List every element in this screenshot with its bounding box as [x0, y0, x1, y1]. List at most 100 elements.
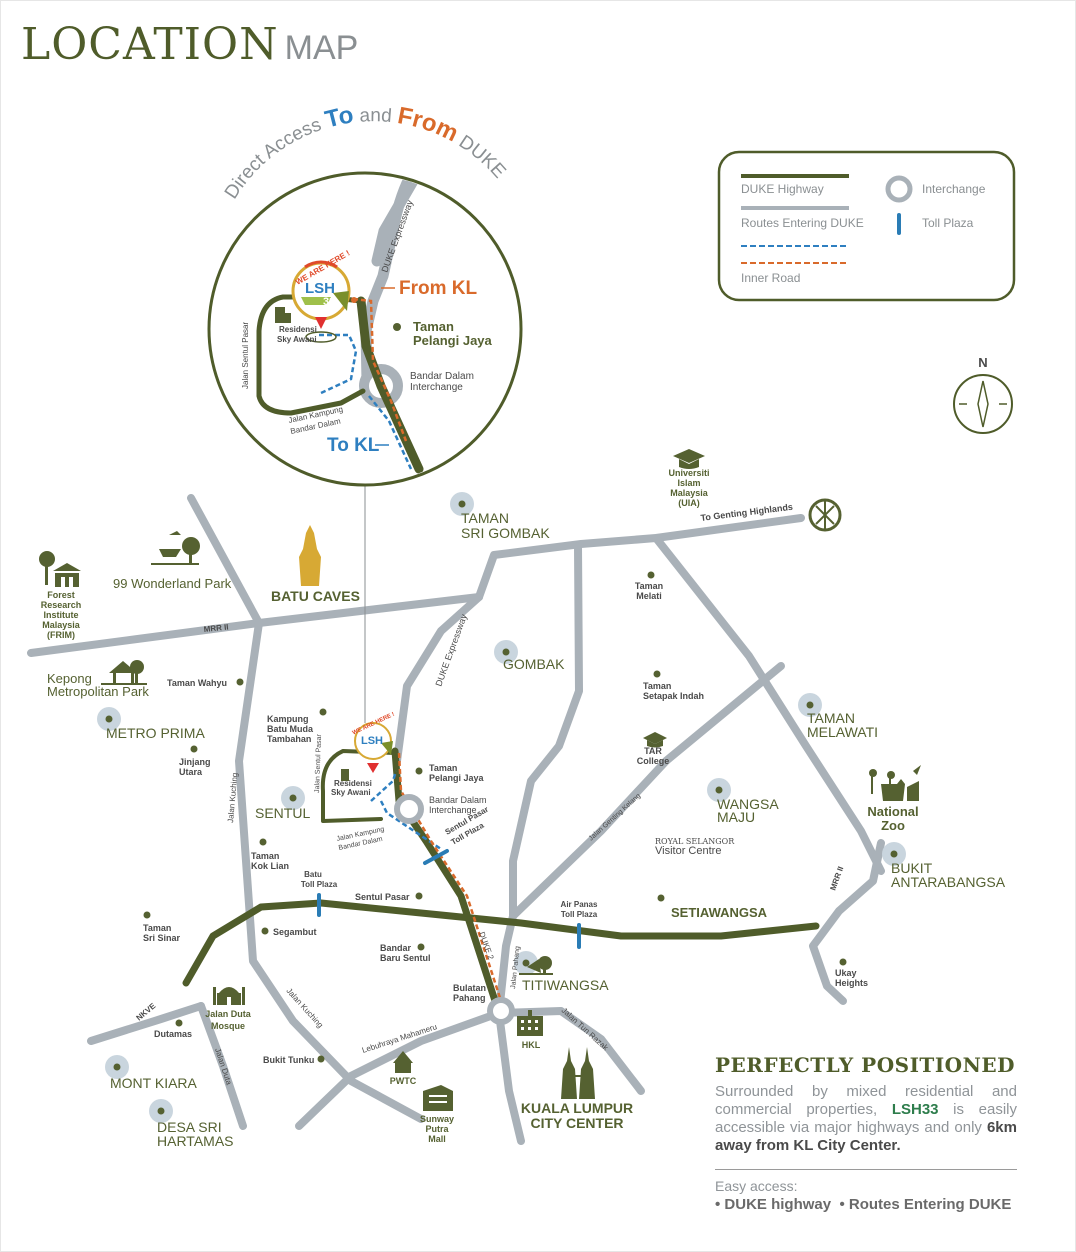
local-road-loop — [320, 749, 397, 823]
label-residensi-2: Sky Awani — [331, 788, 371, 797]
toll-sentul-pasar — [423, 849, 449, 865]
label-uia-2: Islam — [677, 478, 700, 488]
label-dutamas: Dutamas — [154, 1029, 192, 1039]
residensi-building-icon — [275, 307, 291, 323]
label-sentul: SENTUL — [255, 805, 310, 821]
label-taman-kok-lian-2: Kok Lian — [251, 861, 289, 871]
label-taman-setapak-2: Setapak Indah — [643, 691, 704, 701]
info-divider — [715, 1169, 1017, 1170]
tar-college-cap-icon — [643, 732, 667, 748]
road-jalan-kuching-north — [235, 619, 425, 1123]
inset-taman-pelangi-2: Pelangi Jaya — [413, 333, 493, 348]
lsh33-map-badge: LSH 33 WE ARE HERE ! — [341, 712, 396, 781]
dot-bukit-tunku — [317, 1055, 325, 1063]
label-taman-melawati-2: MELAWATI — [807, 724, 878, 740]
dot-taman-sri-sinar — [143, 911, 151, 919]
label-jalan-duta: Jalan Duta — [213, 1047, 234, 1087]
legend-inner-road: Inner Road — [741, 271, 800, 285]
lsh33-location-badge — [291, 260, 351, 343]
label-jalan-tun-razak: Jalan Tun Razak — [560, 1006, 611, 1053]
titiwangsa-park-icon — [519, 956, 553, 975]
label-mrr2-east: MRR II — [828, 865, 845, 891]
inset-to-kl: To KL — [327, 435, 380, 456]
pwtc-building-icon — [393, 1051, 413, 1073]
label-jalan-pahang: Jalan Pahang — [510, 946, 521, 989]
label-desa-sri-hartamas-2: HARTAMAS — [157, 1133, 234, 1149]
label-royal-selangor-2: Visitor Centre — [655, 845, 721, 857]
label-air-panas-toll-2: Toll Plaza — [561, 910, 598, 919]
legend-routes-entering: Routes Entering DUKE — [741, 216, 864, 230]
label-sunway-2: Putra — [425, 1124, 449, 1134]
label-jalan-sentul-pasar: Jalan Sentul Pasar — [314, 733, 323, 793]
label-mrr2-west: MRR II — [203, 622, 229, 634]
label-jinjang-2: Utara — [179, 767, 203, 777]
label-residensi-1: Residensi — [334, 779, 372, 788]
label-bulatan-pahang-1: Bulatan — [453, 983, 486, 993]
road-south — [495, 1009, 525, 1145]
label-bukit-tunku: Bukit Tunku — [263, 1055, 314, 1065]
dot-dutamas — [175, 1019, 183, 1027]
label-setiawangsa: SETIAWANGSA — [671, 905, 768, 920]
toll-plazas — [317, 849, 581, 949]
label-jalan-duta-mosque-1: Jalan Duta — [205, 1009, 252, 1019]
duke-highway-northsouth — [391, 747, 503, 1017]
legend-interchange: Interchange — [922, 182, 986, 196]
label-frim-5: (FRIM) — [47, 630, 75, 640]
compass-north-label: N — [978, 355, 987, 370]
label-taman-melawati-1: TAMAN — [807, 710, 855, 726]
road-jalan-duta — [197, 1002, 247, 1130]
info-text-bold: 6km away from KL City Center. — [715, 1119, 1017, 1154]
label-sunway-3: Mall — [428, 1134, 446, 1144]
road-genting-kelang — [509, 662, 785, 920]
dot-taman-wahyu — [236, 678, 244, 686]
map-badge-num: 33 — [373, 747, 382, 756]
road-duke-left-lane — [393, 593, 483, 765]
label-taman-sri-sinar-1: Taman — [143, 923, 171, 933]
label-gombak: GOMBAK — [503, 656, 565, 672]
label-taman-setapak-1: Taman — [643, 681, 671, 691]
dot-segambut — [261, 927, 269, 935]
label-batu-toll-1: Batu — [304, 870, 322, 879]
label-klcc-1: KUALA LUMPUR — [521, 1100, 633, 1116]
label-desa-sri-hartamas-1: DESA SRI — [157, 1119, 222, 1135]
label-taman-wahyu: Taman Wahyu — [167, 678, 227, 688]
label-titiwangsa: TITIWANGSA — [522, 977, 609, 993]
wonderland-park-icon — [151, 531, 200, 565]
map-legend — [717, 150, 1016, 302]
dot-kampung-batu — [319, 708, 327, 716]
easy-access-label: Easy access: — [715, 1178, 798, 1194]
label-metro-prima: METRO PRIMA — [106, 725, 205, 741]
road-mahameru — [295, 1009, 503, 1130]
label-kepong-2: Metropolitan Park — [47, 684, 149, 699]
label-uia-4: (UIA) — [678, 498, 700, 508]
label-mont-kiara: MONT KIARA — [110, 1075, 198, 1091]
label-ukay-heights-1: Ukay — [835, 968, 857, 978]
label-national-zoo-1: National — [867, 804, 918, 819]
dot-ukay — [839, 958, 847, 966]
road-jalan-pahang — [495, 912, 517, 1017]
label-interchange-2: Interchange — [429, 805, 477, 815]
legend-duke-highway: DUKE Highway — [741, 182, 824, 196]
label-tar-college-2: College — [637, 756, 670, 766]
label-sentul-pasar: Sentul Pasar — [355, 892, 410, 902]
dot-taman-pelangi — [415, 767, 423, 775]
label-wangsa-maju-2: MAJU — [717, 809, 755, 825]
inset-interchange-2: Interchange — [410, 382, 463, 393]
label-taman-kok-lian-1: Taman — [251, 851, 279, 861]
road-gombak-vertical — [509, 542, 583, 920]
label-taman-pelangi-2: Pelangi Jaya — [429, 773, 485, 783]
place-dots — [143, 571, 847, 1063]
jalan-duta-mosque-icon — [213, 987, 245, 1005]
national-zoo-animals-icon — [869, 765, 921, 801]
info-panel: PERFECTLY POSITIONED Surrounded by mixed… — [715, 1053, 1017, 1213]
label-taman-melati-1: Taman — [635, 581, 663, 591]
label-bukit-antarabangsa-1: BUKIT — [891, 860, 933, 876]
label-taman-melati-2: Melati — [636, 591, 662, 601]
duke-highway — [182, 747, 820, 1017]
label-tar-college-1: TAR — [644, 746, 662, 756]
label-ukay-heights-2: Heights — [835, 978, 868, 988]
label-taman-sri-gombak-2: SRI GOMBAK — [461, 525, 550, 541]
